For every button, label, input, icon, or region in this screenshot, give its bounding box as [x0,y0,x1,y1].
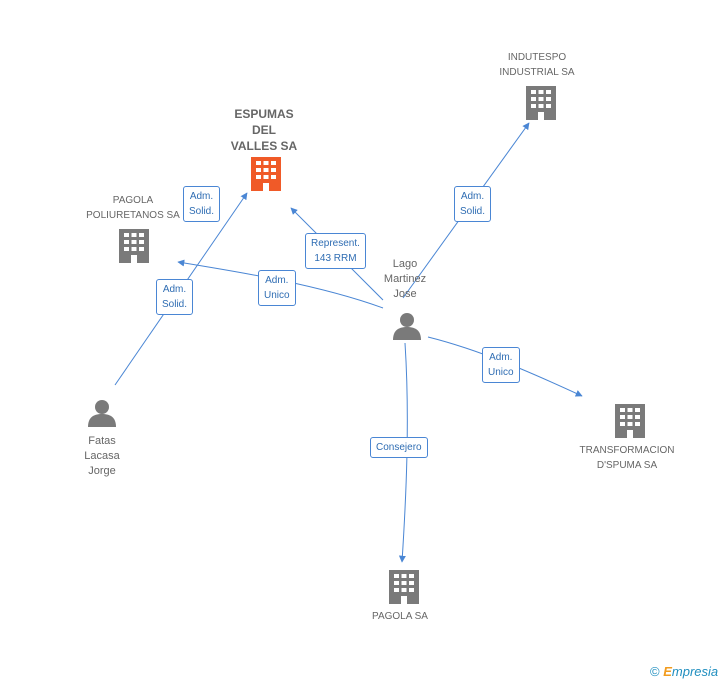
edge-label-lago-pagola-poli: Adm. Unico [258,270,296,306]
edge-lago-pagola-sa [398,342,408,563]
edge-label-fatas-pagola: Adm. Solid. [156,279,194,315]
building-icon-transformacion[interactable] [615,404,645,438]
edge-label-lago-espumas: Represent. 143 RRM [305,233,366,269]
edge-label-lago-indutespo: Adm. Solid. [454,186,492,222]
node-label-transformacion[interactable]: TRANSFORMACION D'SPUMA SA [579,445,675,471]
edge-label-lago-transformacion: Adm. Unico [482,347,520,383]
copyright-symbol: © [650,664,660,679]
brand-initial: E [663,664,672,679]
edge-label-lago-pagola-sa: Consejero [370,437,428,458]
node-label-pagola-poli[interactable]: PAGOLA POLIURETANOS SA [86,195,180,221]
node-label-fatas[interactable]: Fatas Lacasa Jorge [84,435,120,477]
brand-name: mpresia [671,664,719,679]
empresia-watermark: © Empresia [650,664,718,679]
building-icon-pagola-poli[interactable] [119,229,149,263]
node-label-espumas[interactable]: ESPUMAS DEL VALLES SA [230,107,298,153]
node-label-lago[interactable]: Lago Martinez Jose [383,258,427,300]
building-icon-espumas[interactable] [251,157,281,191]
node-label-indutespo[interactable]: INDUTESPO INDUSTRIAL SA [499,52,575,78]
edge-label-fatas-espumas: Adm. Solid. [183,186,221,222]
node-label-pagola-sa[interactable]: PAGOLA SA [372,611,428,622]
building-icon-indutespo[interactable] [526,86,556,120]
building-icon-pagola-sa[interactable] [389,570,419,604]
person-icon-fatas[interactable] [88,400,116,427]
person-icon-lago[interactable] [393,313,421,340]
